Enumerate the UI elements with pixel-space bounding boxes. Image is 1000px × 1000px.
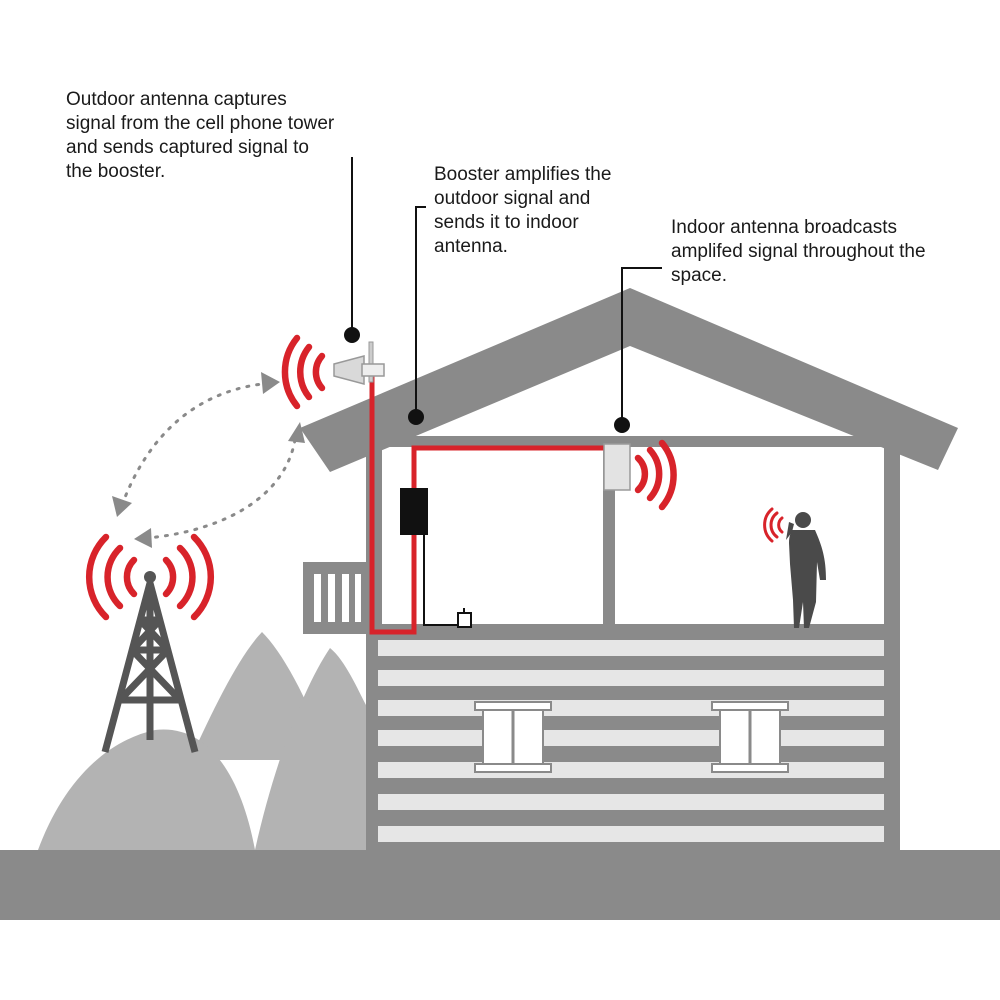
person-on-phone-icon: [786, 512, 826, 628]
callout-line: outdoor signal and: [434, 188, 591, 209]
callout-line: sends it to indoor: [434, 212, 579, 233]
callout-line: amplifed signal throughout the: [671, 241, 926, 262]
leader-lines: [351, 157, 662, 420]
coax-cable: [369, 372, 606, 635]
window-right: [711, 701, 789, 773]
callout-line: antenna.: [434, 236, 508, 257]
callout-indoor-antenna: Indoor antenna broadcasts amplifed signa…: [671, 216, 926, 288]
signal-waves-icon: [86, 533, 214, 621]
callout-line: Indoor antenna broadcasts: [671, 217, 898, 238]
leader-dot-booster: [408, 409, 424, 425]
hills: [38, 632, 366, 850]
signal-waves-icon: [763, 507, 784, 543]
roof: [300, 288, 958, 472]
leader-booster: [415, 206, 426, 412]
callout-line: Outdoor antenna captures: [66, 89, 287, 110]
hill-round: [38, 729, 255, 850]
signal-waves-icon: [634, 439, 677, 511]
callout-line: and sends captured signal to: [66, 137, 309, 158]
leader-dot-indoor-antenna: [614, 417, 630, 433]
callout-outdoor-antenna: Outdoor antenna captures signal from the…: [66, 88, 334, 184]
leader-dots: [344, 327, 630, 433]
window-left: [474, 701, 552, 773]
booster-box-icon: [400, 488, 472, 628]
callout-line: the booster.: [66, 161, 166, 182]
cell-tower-icon: [101, 571, 199, 753]
callout-line: space.: [671, 265, 727, 286]
balcony-railing: [303, 562, 366, 634]
leader-indoor-antenna: [621, 267, 662, 420]
yagi-antenna-icon: [333, 341, 385, 385]
hill-peak-front: [255, 648, 366, 850]
callout-line: Booster amplifies the: [434, 164, 612, 185]
callout-booster: Booster amplifies the outdoor signal and…: [434, 163, 611, 259]
ground: [0, 850, 1000, 920]
signal-waves-icon: [281, 334, 326, 410]
signal-path-arrows: [112, 372, 305, 548]
panel-antenna-icon: [603, 443, 631, 491]
callout-line: signal from the cell phone tower: [66, 113, 335, 134]
leader-dot-outdoor-antenna: [344, 327, 360, 343]
